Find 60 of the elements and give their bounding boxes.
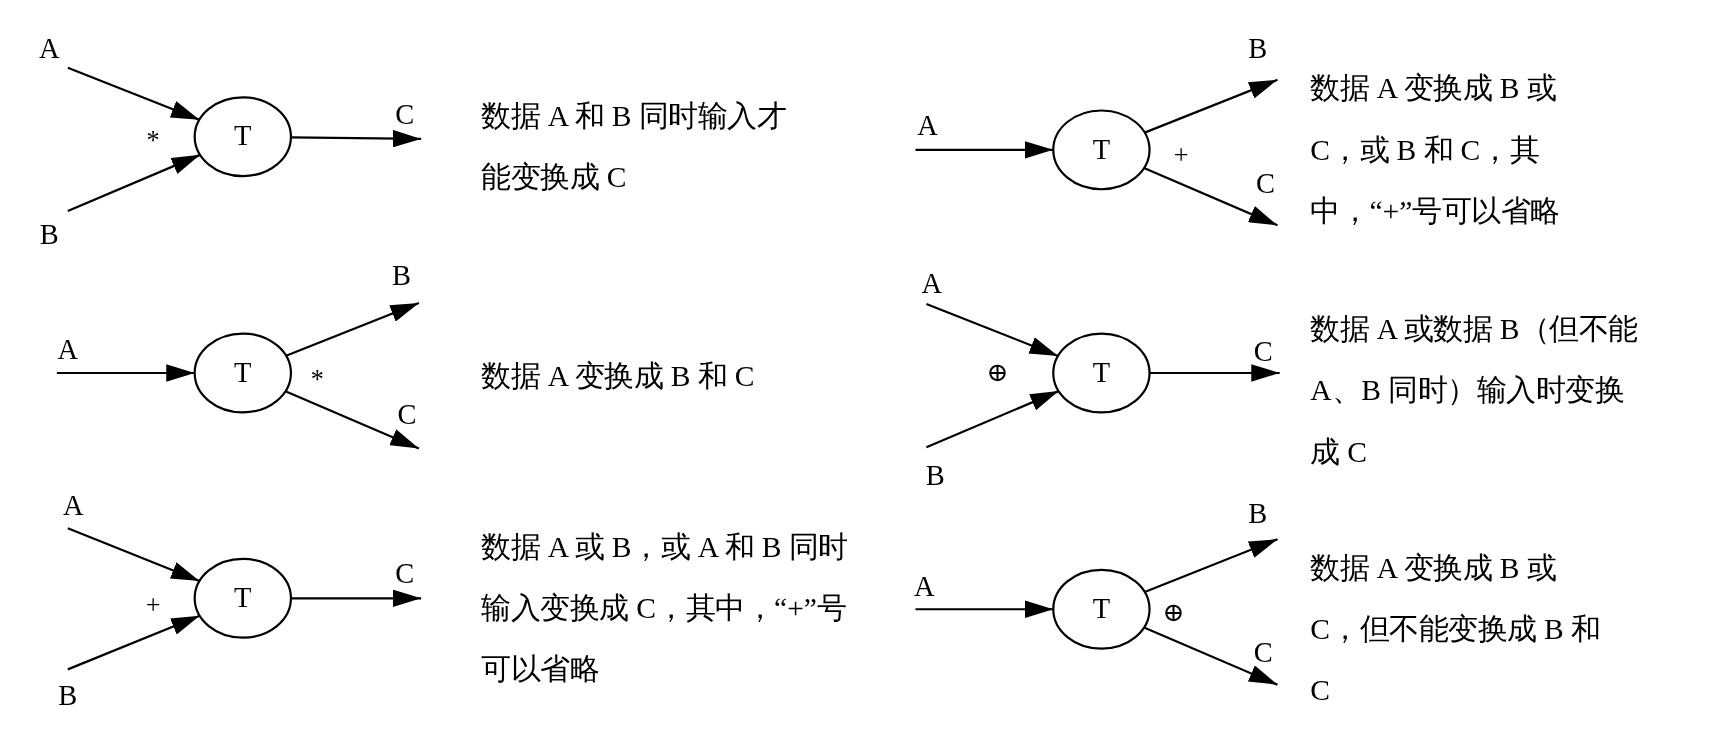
data-label: A	[61, 491, 85, 522]
process-circle	[193, 557, 293, 639]
data-label: B	[390, 261, 412, 293]
data-label: A	[920, 269, 944, 300]
arrow	[1143, 626, 1278, 686]
process-label: T	[234, 584, 252, 613]
arrow	[926, 303, 1059, 357]
process-label: T	[234, 122, 252, 151]
description-text: 数据 A 变换成 B 和 C	[481, 358, 756, 395]
arrow	[285, 390, 420, 450]
arrow	[915, 600, 1054, 618]
operator-symbol: ⊕	[1162, 599, 1185, 626]
description-text: 数据 A 或数据 B（但不能 A、B 同时）输入时变换成 C	[1310, 311, 1639, 471]
arrow	[290, 589, 422, 608]
data-label: C	[1254, 168, 1277, 200]
arrow	[67, 153, 201, 213]
process-label: T	[1092, 595, 1111, 624]
arrow	[915, 141, 1054, 159]
arrow	[56, 364, 195, 382]
operator-symbol: ⊕	[986, 358, 1009, 385]
data-label: B	[1247, 33, 1269, 65]
operator-symbol: *	[146, 126, 160, 154]
process-circle	[193, 332, 293, 414]
arrow	[1144, 78, 1278, 134]
arrow	[67, 66, 200, 121]
data-label: B	[924, 460, 946, 492]
data-label: A	[912, 572, 936, 603]
process-circle	[1052, 109, 1151, 191]
operator-symbol: +	[145, 591, 161, 618]
process-circle	[1052, 332, 1151, 414]
arrow	[67, 527, 200, 582]
arrow	[1149, 364, 1280, 382]
process-label: T	[1092, 358, 1111, 388]
process-circle	[193, 96, 293, 178]
description-text: 数据 A 变换成 B 或 C，但不能变换成 B 和 C	[1310, 550, 1602, 709]
description-text: 数据 A 和 B 同时输入才能变换成 C	[481, 98, 788, 196]
operator-symbol: +	[1173, 142, 1189, 169]
data-label: C	[394, 558, 416, 590]
data-label: B	[1247, 498, 1269, 530]
data-label: A	[916, 110, 939, 142]
arrow	[285, 301, 420, 357]
operator-symbol: *	[310, 366, 324, 393]
data-label: C	[1252, 336, 1274, 368]
arrow	[67, 614, 201, 671]
arrow	[926, 390, 1060, 449]
arrow	[1144, 538, 1278, 594]
process-label: T	[234, 358, 252, 388]
data-label: C	[396, 400, 418, 431]
arrow	[290, 129, 422, 148]
arrow	[1143, 167, 1278, 227]
data-label: A	[56, 334, 80, 366]
description-text: 数据 A 或 B，或 A 和 B 同时输入变换成 C，其中，“+”号可以省略	[481, 529, 849, 688]
data-label: A	[37, 33, 61, 65]
data-label: B	[57, 681, 79, 713]
process-circle	[1052, 568, 1151, 650]
description-text: 数据 A 变换成 B 或 C，或 B 和 C，其中，“+”号可以省略	[1310, 71, 1561, 230]
data-label: C	[1252, 637, 1274, 669]
process-label: T	[1092, 135, 1111, 165]
data-label: B	[38, 219, 60, 251]
data-label: C	[394, 99, 416, 131]
